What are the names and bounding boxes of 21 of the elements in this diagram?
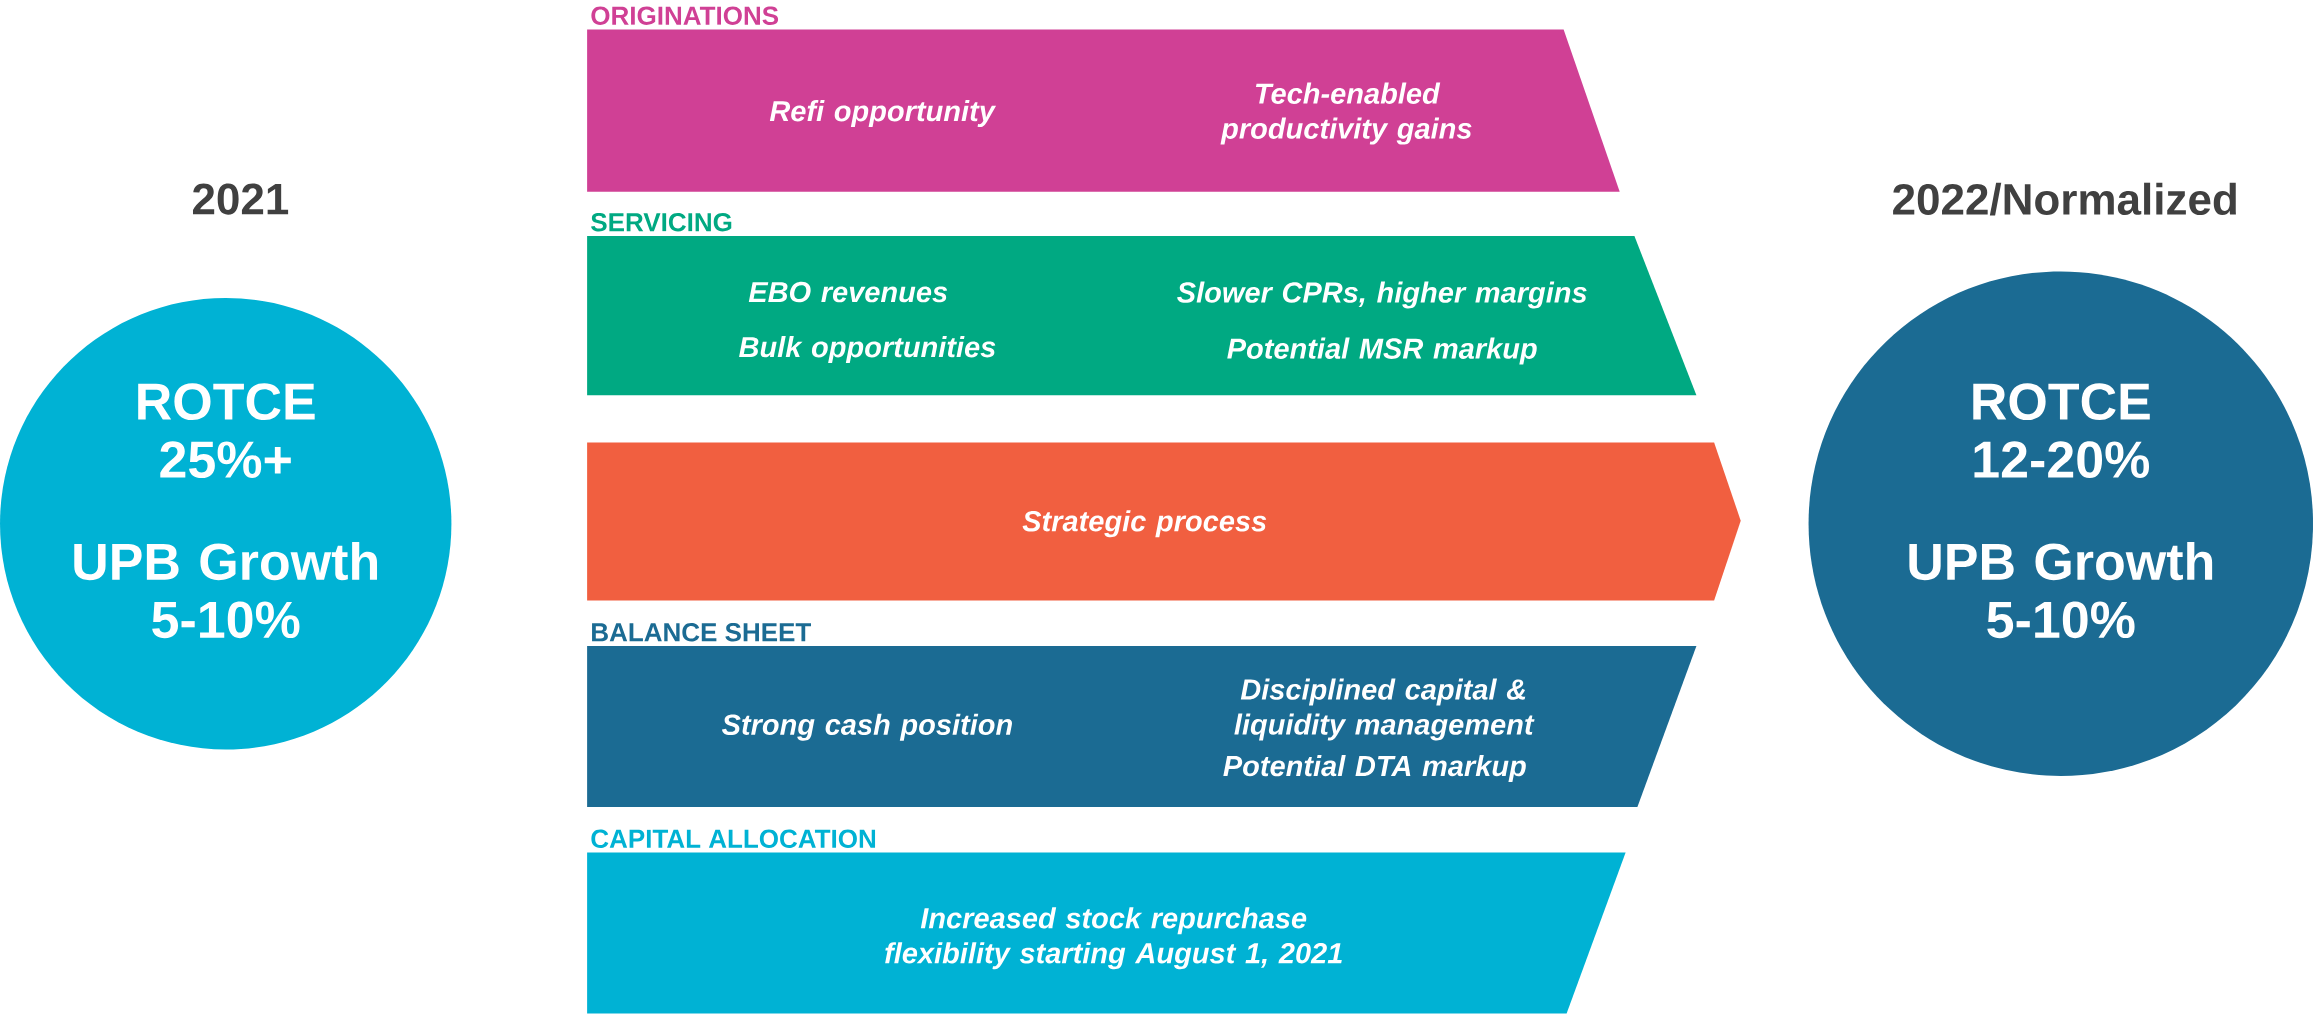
section-heading: SERVICING — [591, 213, 732, 232]
column-heading: 2021 — [193, 183, 289, 215]
banner-text: Potential MSR markup — [1227, 337, 1537, 365]
banner-text: EBO revenues — [748, 281, 948, 303]
column-heading: 2022/Normalized — [1893, 182, 2236, 216]
section-heading: CAPITAL ALLOCATION — [591, 829, 876, 848]
section-heading: BALANCE SHEET — [592, 623, 811, 642]
metric-text: ROTCE 12-20% — [1973, 383, 2150, 479]
section-heading: ORIGINATIONS — [591, 6, 779, 25]
banner-text: Bulk opportunities — [739, 336, 996, 364]
banner-text: Increased stock repurchase flexibility starting August 1, 2021 — [885, 907, 1342, 970]
banner-text: Disciplined capital & liquidity management — [1234, 678, 1535, 741]
banner-text: Refi opportunity — [769, 100, 997, 128]
metric-text: UPB Growth 5-10% — [1909, 542, 2213, 639]
banner-text: Slower CPRs, higher margins — [1177, 281, 1587, 309]
metric-text: UPB Growth 5-10% — [74, 542, 377, 639]
banner-text: Strategic process — [1022, 510, 1267, 538]
metric-text: ROTCE 25%+ — [138, 383, 315, 479]
banner-text: Potential DTA markup — [1223, 755, 1526, 782]
banner-text: Strong cash position — [721, 713, 1012, 741]
banner-text: Tech-enabled productivity gains — [1220, 82, 1472, 145]
